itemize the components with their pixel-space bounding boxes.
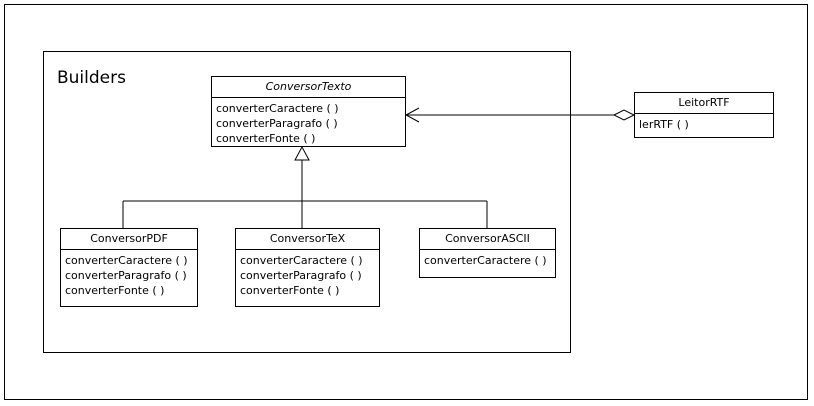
operation: converterFonte ( ) — [240, 284, 340, 297]
operation: converterCaractere ( ) — [424, 254, 547, 267]
class-operations: converterCaractere ( ) converterParagraf… — [236, 250, 379, 301]
class-conversor-pdf: ConversorPDF converterCaractere ( ) conv… — [60, 228, 198, 307]
class-operations: converterCaractere ( ) — [420, 250, 555, 271]
package-title: Builders — [57, 68, 126, 88]
class-conversor-ascii: ConversorASCII converterCaractere ( ) — [419, 228, 556, 278]
class-operations: converterCaractere ( ) converterParagraf… — [61, 250, 197, 301]
class-conversor-tex: ConversorTeX converterCaractere ( ) conv… — [235, 228, 380, 307]
class-conversor-texto: ConversorTexto converterCaractere ( ) co… — [211, 76, 406, 147]
aggregation-diamond — [612, 109, 636, 121]
diagram-frame — [4, 4, 808, 400]
operation: converterCaractere ( ) — [216, 102, 339, 115]
class-name: ConversorTexto — [212, 77, 405, 98]
aggregation-open-arrowhead — [404, 107, 420, 123]
operation: converterParagrafo ( ) — [240, 269, 362, 282]
class-operations: lerRTF ( ) — [635, 114, 773, 135]
operation: converterParagrafo ( ) — [65, 269, 187, 282]
class-name: ConversorASCII — [420, 229, 555, 250]
class-leitor-rtf: LeitorRTF lerRTF ( ) — [634, 92, 774, 138]
operation: converterCaractere ( ) — [240, 254, 363, 267]
builders-package: Builders — [43, 51, 571, 353]
operation: converterFonte ( ) — [216, 132, 316, 145]
operation: converterParagrafo ( ) — [216, 117, 338, 130]
class-name: ConversorPDF — [61, 229, 197, 250]
operation: converterCaractere ( ) — [65, 254, 188, 267]
class-operations: converterCaractere ( ) converterParagraf… — [212, 98, 405, 149]
operation: converterFonte ( ) — [65, 284, 165, 297]
generalization-arrowhead — [294, 145, 310, 161]
class-name: ConversorTeX — [236, 229, 379, 250]
class-name: LeitorRTF — [635, 93, 773, 114]
operation: lerRTF ( ) — [639, 118, 689, 131]
